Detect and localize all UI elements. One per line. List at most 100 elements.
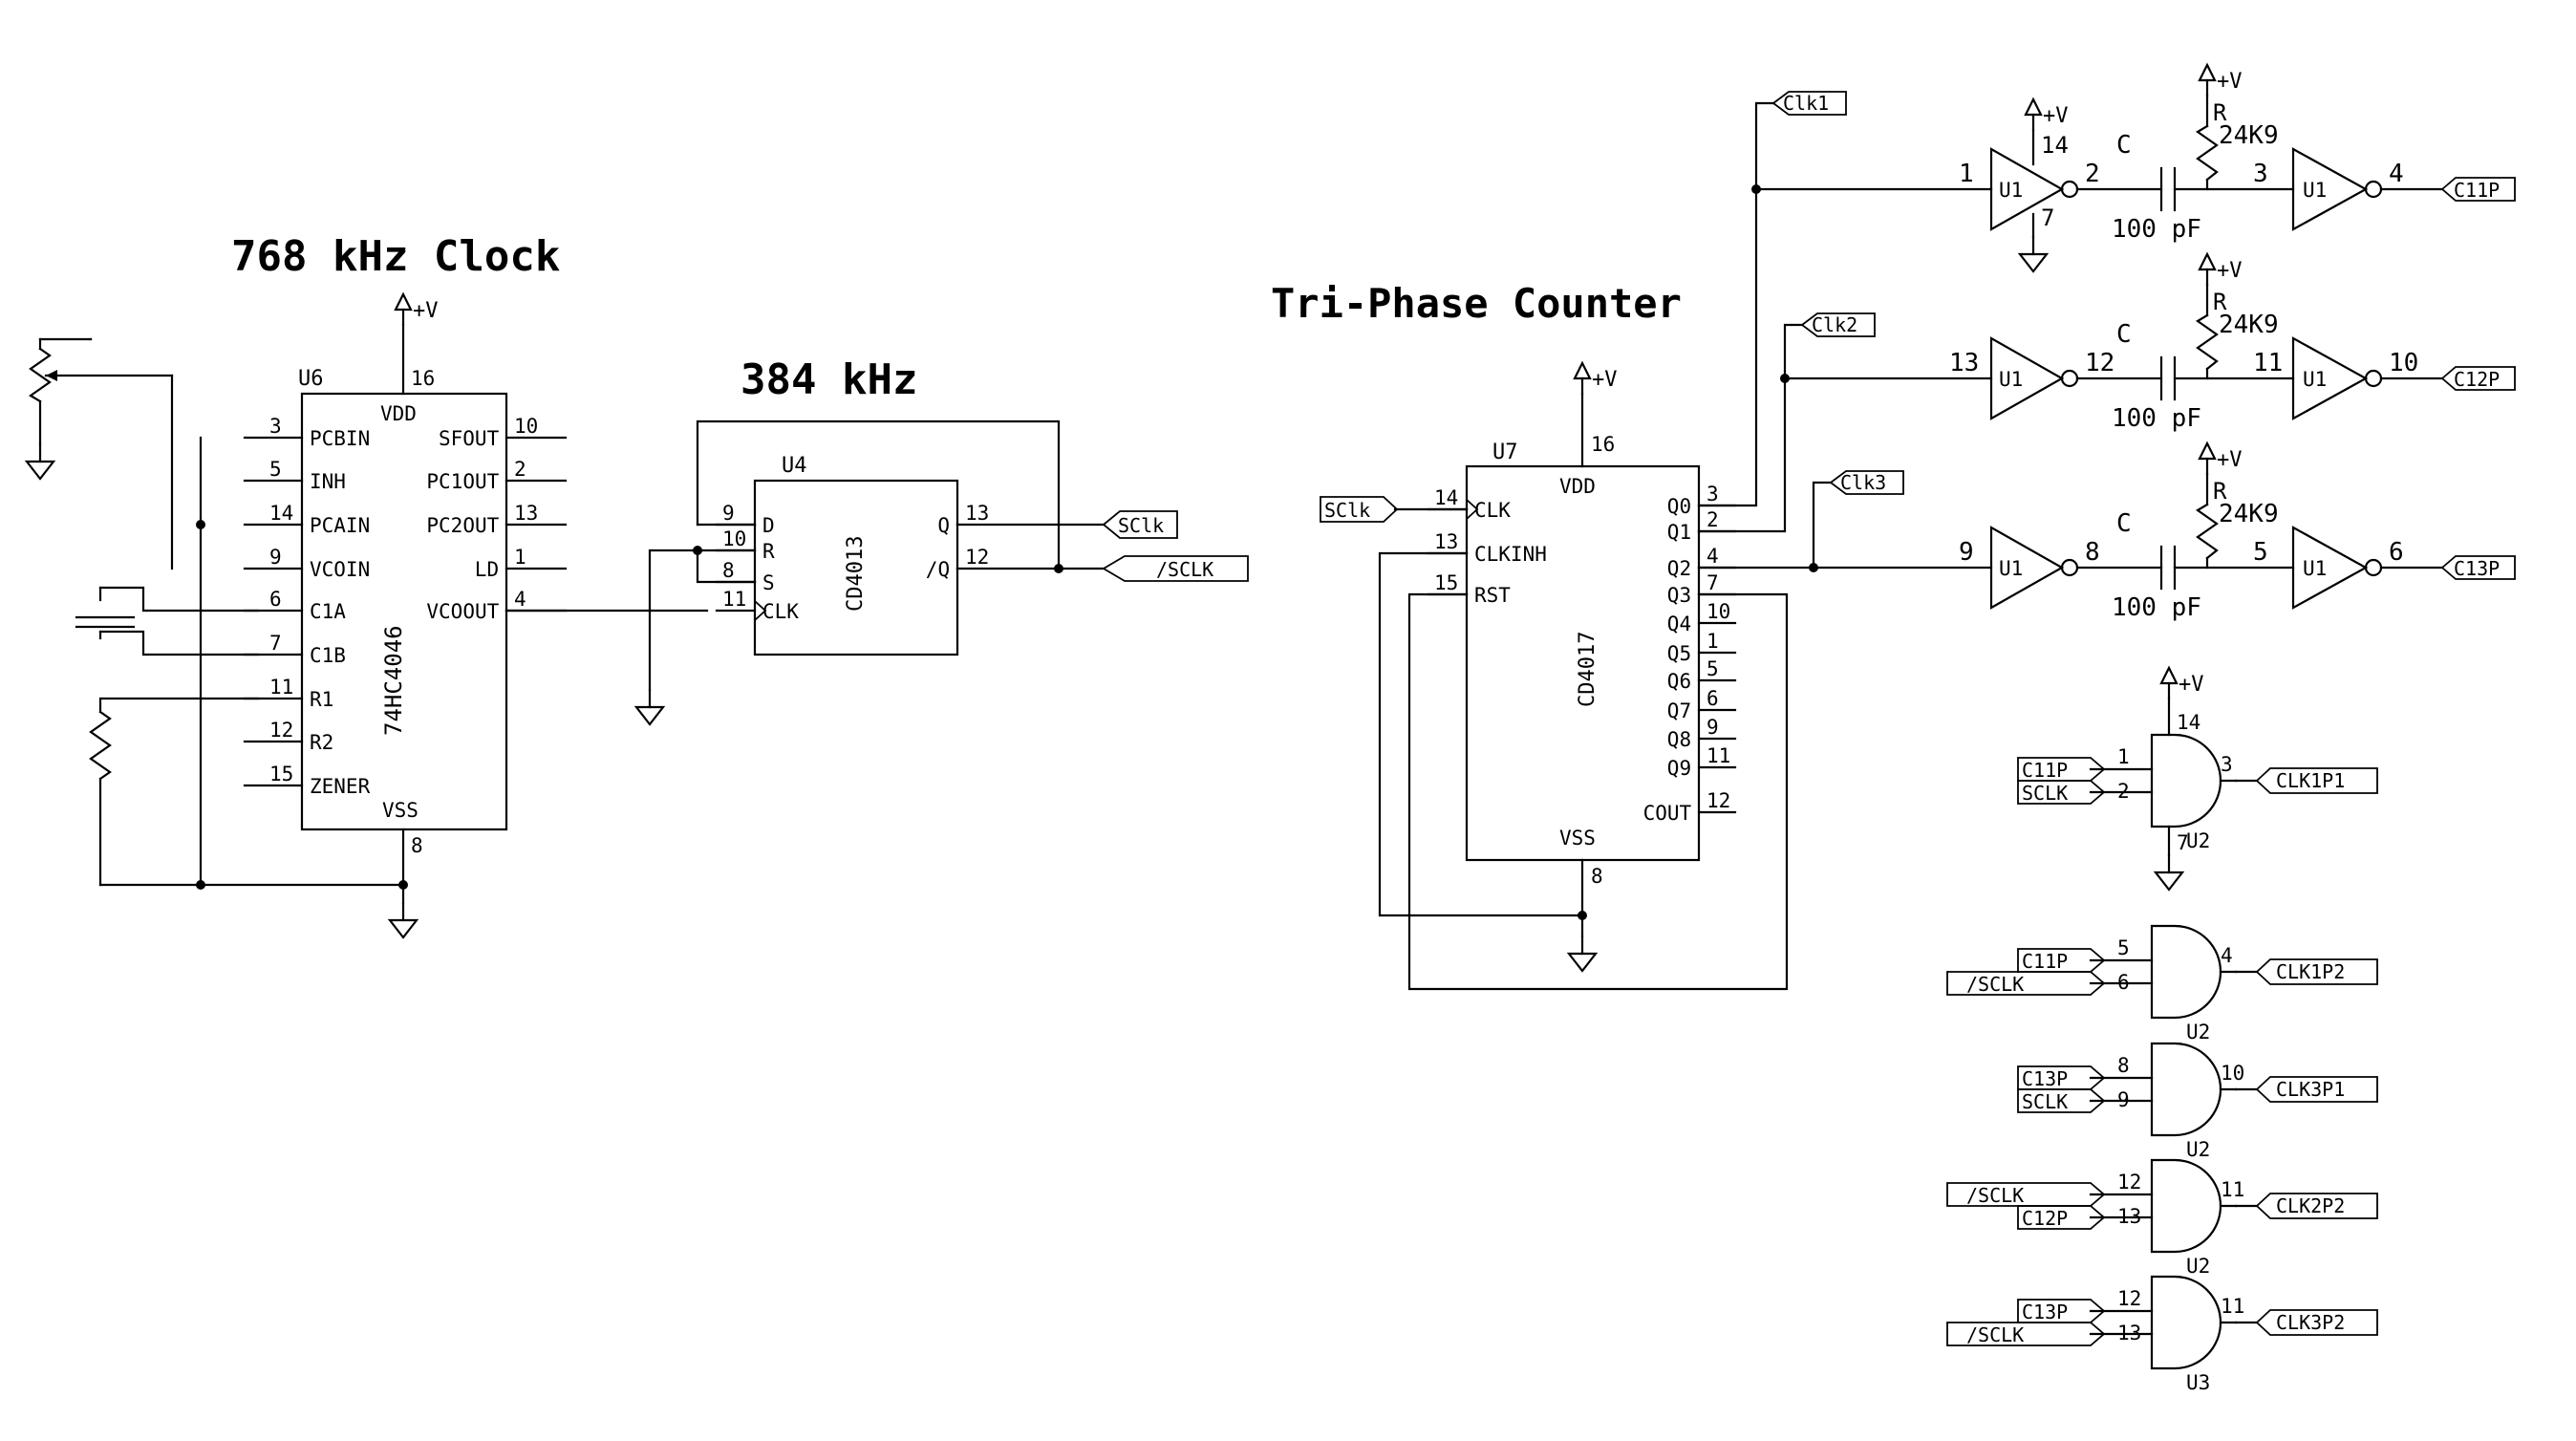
u7-vss-pin: 8 bbox=[1591, 865, 1603, 888]
and-out-pin: 3 bbox=[2221, 753, 2233, 776]
u6-chip: U6 74HC4046 +V 16 VDD 8 VSS bbox=[298, 292, 508, 939]
and-in1-pin: 12 bbox=[2117, 1287, 2141, 1310]
clk3-tag: Clk3 bbox=[1829, 470, 1904, 495]
inverter-out-pin: 8 bbox=[2085, 538, 2100, 567]
inverter2-ref: U1 bbox=[2303, 179, 2327, 202]
title-768khz-clock: 768 kHz Clock bbox=[231, 232, 560, 281]
u6-left-pin-num: 9 bbox=[269, 546, 282, 569]
inverter2-out-pin: 10 bbox=[2389, 349, 2418, 377]
u7-right-pin-num: 3 bbox=[1707, 483, 1719, 505]
resistor-vplus: +V bbox=[2217, 259, 2243, 283]
inverter-in-pin: 1 bbox=[1959, 160, 1974, 188]
u4-right-pin-name: Q bbox=[937, 514, 950, 537]
svg-text:Clk2: Clk2 bbox=[1812, 313, 1857, 336]
u6-left-pins: 3PCBIN5INH14PCAIN9VCOIN6C1A7C1B11R112R21… bbox=[243, 415, 371, 798]
inverter-gnd-pin: 7 bbox=[2041, 204, 2054, 231]
inverter-out-pin: 2 bbox=[2085, 160, 2100, 188]
u7-right-pin-name: Q6 bbox=[1667, 670, 1691, 693]
u6-left-pin-num: 5 bbox=[269, 458, 282, 481]
u4-left-pin-num: 10 bbox=[722, 527, 746, 550]
and-input-tag: C13P bbox=[2022, 1301, 2068, 1323]
inverter-ref: U1 bbox=[1999, 368, 2023, 391]
u6-right-pin-name: LD bbox=[475, 558, 499, 581]
u7-right-pin-name: Q4 bbox=[1667, 613, 1691, 635]
u7-right-pin-num: 11 bbox=[1707, 744, 1730, 767]
u4-left-pin-name: R bbox=[762, 540, 775, 563]
and-input-tag: /SCLK bbox=[1966, 1323, 2024, 1346]
u6-vdd-label: +V bbox=[413, 299, 439, 323]
and-input-tag: SCLK bbox=[2022, 1090, 2068, 1113]
resistor-vplus: +V bbox=[2217, 448, 2243, 472]
u4-chip: U4 CD4013 bbox=[753, 454, 959, 656]
inverter2-ref: U1 bbox=[2303, 368, 2327, 391]
and-vcc-pin: 14 bbox=[2177, 711, 2200, 734]
u6-right-pin-name: SFOUT bbox=[439, 427, 500, 450]
u6-vdd-name: VDD bbox=[380, 402, 417, 425]
u7-right-pin-name: Q1 bbox=[1667, 521, 1691, 544]
and-output-tag: CLK1P2 bbox=[2276, 960, 2345, 983]
and-in2-pin: 6 bbox=[2117, 971, 2130, 994]
resistor-ref: R bbox=[2213, 289, 2227, 315]
u6-left-pin-name: R2 bbox=[310, 731, 333, 754]
u7-wiring bbox=[1378, 507, 1789, 991]
and-output-tag: CLK3P2 bbox=[2276, 1311, 2345, 1334]
u6-right-pin-name: PC1OUT bbox=[426, 470, 499, 493]
inverter-in-pin: 9 bbox=[1959, 538, 1974, 567]
u4-left-pin-num: 11 bbox=[722, 588, 746, 611]
u6-right-pin-num: 13 bbox=[514, 502, 538, 525]
u6-left-pin-num: 14 bbox=[269, 502, 293, 525]
u6-left-pin-name: PCBIN bbox=[310, 427, 370, 450]
and-gates: 123CLK1P1U2C11PSCLK+V147564CLK1P2U2C11P/… bbox=[1946, 666, 2378, 1394]
u7-chip: U7 CD4017 +V 16 VDD 8 VSS bbox=[1465, 361, 1701, 973]
stage-output-tag: C11P bbox=[2454, 179, 2500, 202]
u7-right-pin-name: Q7 bbox=[1667, 699, 1691, 722]
and-gate-ref: U2 bbox=[2186, 1255, 2210, 1278]
u4-ref: U4 bbox=[782, 454, 807, 478]
u7-ref: U7 bbox=[1492, 441, 1518, 464]
u4-right-pin-name: /Q bbox=[926, 558, 950, 581]
u7-right-pin-num: 2 bbox=[1707, 508, 1719, 531]
u4-right-pin-num: 13 bbox=[965, 502, 989, 525]
u7-left-pin-num: 13 bbox=[1434, 530, 1458, 553]
u6-right-pin-name: PC2OUT bbox=[426, 514, 499, 537]
inverter-out-pin: 12 bbox=[2085, 349, 2114, 377]
svg-text:SClk: SClk bbox=[1118, 514, 1164, 537]
and-in1-pin: 8 bbox=[2117, 1054, 2130, 1077]
u7-right-pin-num: 10 bbox=[1707, 600, 1730, 623]
and-out-pin: 11 bbox=[2221, 1178, 2244, 1201]
capacitor-ref: C bbox=[2116, 131, 2132, 160]
u6-left-pin-num: 6 bbox=[269, 588, 282, 611]
u6-left-pin-name: R1 bbox=[310, 688, 333, 711]
u6-right-pin-num: 10 bbox=[514, 415, 538, 438]
u6-vss-pin: 8 bbox=[411, 834, 423, 857]
u6-vss-name: VSS bbox=[382, 799, 419, 822]
u6-left-pin-name: C1A bbox=[310, 600, 346, 623]
inverter2-in-pin: 5 bbox=[2253, 538, 2268, 567]
resistor-value: 24K9 bbox=[2219, 311, 2279, 339]
stage-output-tag: C12P bbox=[2454, 368, 2500, 391]
u6-right-pin-num: 1 bbox=[514, 546, 526, 569]
u6-part: 74HC4046 bbox=[380, 625, 407, 736]
clk1-tag: Clk1 bbox=[1771, 91, 1847, 116]
u7-right-pin-num: 5 bbox=[1707, 657, 1719, 680]
counter-output-wiring bbox=[1697, 101, 1993, 572]
inverter-ref: U1 bbox=[1999, 557, 2023, 580]
inverter-vcc-pin: 14 bbox=[2041, 132, 2069, 159]
clk2-tag: Clk2 bbox=[1800, 312, 1876, 337]
and-input-tag: C11P bbox=[2022, 759, 2068, 782]
u7-left-pin-name: RST bbox=[1474, 584, 1511, 607]
u4-left-pin-name: CLK bbox=[762, 600, 799, 623]
u6-left-pin-num: 11 bbox=[269, 676, 293, 699]
u6-left-pin-num: 7 bbox=[269, 632, 282, 655]
u6-left-pin-name: ZENER bbox=[310, 775, 371, 798]
and-input-tag: C13P bbox=[2022, 1067, 2068, 1090]
inverter2-ref: U1 bbox=[2303, 557, 2327, 580]
and-gate-ref: U2 bbox=[2186, 1138, 2210, 1161]
